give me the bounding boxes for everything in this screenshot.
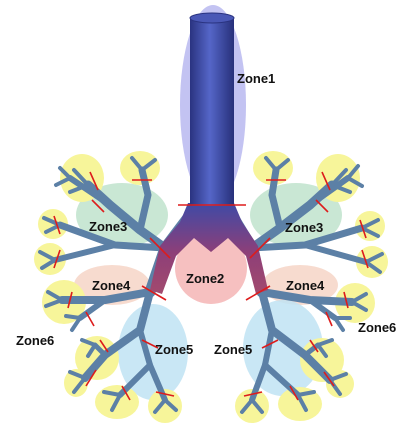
zone5-right-label: Zone5 (214, 342, 252, 357)
zone4-right-label: Zone4 (286, 278, 325, 293)
zone1-label: Zone1 (237, 71, 275, 86)
zone4-left-label: Zone4 (92, 278, 131, 293)
zone2-label: Zone2 (186, 271, 224, 286)
zone3-right-label: Zone3 (285, 220, 323, 235)
trachea (190, 13, 234, 206)
zone5-left-label: Zone5 (155, 342, 193, 357)
zone6-left-label: Zone6 (16, 333, 54, 348)
right-mid-sub (305, 245, 366, 262)
zone3-left-label: Zone3 (89, 219, 127, 234)
zone6-right-label: Zone6 (358, 320, 396, 335)
